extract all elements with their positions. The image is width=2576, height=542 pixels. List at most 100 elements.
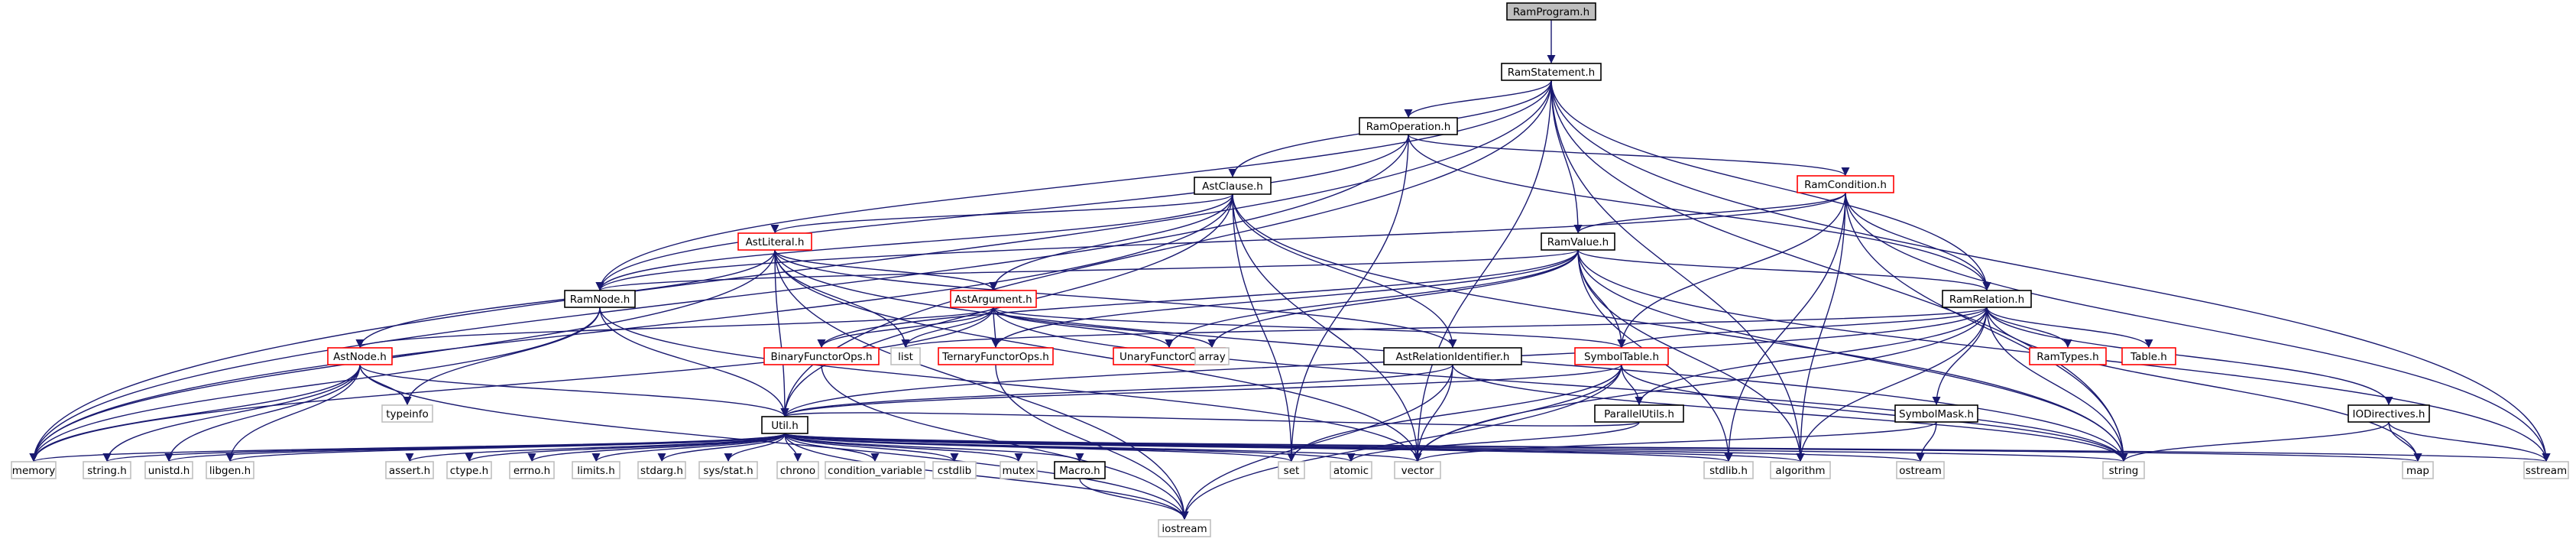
node-ramtypes-h[interactable]: RamTypes.h [2029, 347, 2107, 365]
node-label: RamProgram.h [1513, 6, 1589, 18]
node-astargument-h[interactable]: AstArgument.h [950, 290, 1037, 308]
node-atomic: atomic [1330, 461, 1372, 479]
edge-Util_h-to-cstdlib [784, 433, 959, 462]
node-label: RamRelation.h [1949, 294, 2024, 306]
node-label: libgen.h [209, 465, 251, 477]
edge-SymbolTable_h-to-string [1621, 364, 2128, 462]
node-label: errno.h [514, 465, 550, 477]
node-util-h[interactable]: Util.h [761, 416, 808, 434]
node-box [2102, 461, 2145, 479]
edge-SymbolTable_h-to-iostream [1180, 364, 1622, 521]
node-cstdlib: cstdlib [932, 461, 977, 479]
edge-AstArgument_h-to-UnaryFunctorOps_h [993, 307, 1174, 349]
node-parallelutils-h[interactable]: ParallelUtils.h [1594, 404, 1684, 423]
file-nodes: RamProgram.hRamStatement.hRamOperation.h… [11, 2, 2569, 537]
edge-Util_h-to-errno_h [527, 433, 786, 462]
node-label: sys/stat.h [703, 465, 753, 477]
node-box [2348, 404, 2430, 423]
node-macro-h[interactable]: Macro.h [1054, 461, 1106, 479]
edge-RamStatement_h-to-sstream [1550, 80, 2551, 462]
node-astnode-h[interactable]: AstNode.h [327, 347, 393, 365]
node-label: memory [12, 465, 55, 477]
node-string: string [2102, 461, 2145, 479]
node-memory: memory [11, 461, 57, 479]
node-astrelationidentifier-h[interactable]: AstRelationIdentifier.h [1383, 347, 1522, 365]
edge-Util_h-to-memory [29, 433, 786, 462]
node-box [83, 461, 131, 479]
node-box [1383, 347, 1522, 365]
node-ramstatement-h[interactable]: RamStatement.h [1501, 63, 1602, 81]
node-box [1194, 347, 1230, 365]
edge-AstNode_h-to-Util_h [359, 364, 789, 417]
node-box [763, 347, 880, 365]
node-table-h[interactable]: Table.h [2121, 347, 2176, 365]
node-ctype-h: ctype.h [446, 461, 492, 479]
edge-Util_h-to-ctype_h [465, 433, 786, 462]
edge-RamStatement_h-to-memory [29, 80, 1552, 462]
node-binaryfunctorops-h[interactable]: BinaryFunctorOps.h [763, 347, 880, 365]
edge-AstLiteral_h-to-AstArgument_h [774, 249, 998, 291]
node-array: array [1194, 347, 1230, 365]
node-ternaryfunctorops-h[interactable]: TernaryFunctorOps.h [938, 347, 1054, 365]
node-box [776, 461, 819, 479]
edge-AstLiteral_h-to-vector [774, 249, 1422, 462]
node-label: RamStatement.h [1508, 67, 1595, 79]
node-chrono: chrono [776, 461, 819, 479]
node-ramprogram-h: RamProgram.h [1506, 2, 1596, 21]
node-label: RamNode.h [570, 294, 630, 306]
node-ramnode-h[interactable]: RamNode.h [564, 290, 636, 308]
node-symboltable-h[interactable]: SymbolTable.h [1574, 347, 1669, 365]
node-mutex: mutex [1000, 461, 1038, 479]
node-box [2523, 461, 2569, 479]
node-box [1054, 461, 1106, 479]
node-box [1394, 461, 1441, 479]
node-ramoperation-h[interactable]: RamOperation.h [1359, 117, 1458, 135]
edge-Util_h-to-condition_variable [784, 433, 880, 462]
node-iodirectives-h[interactable]: IODirectives.h [2348, 404, 2430, 423]
node-sys-stat-h: sys/stat.h [698, 461, 758, 479]
edge-RamCondition_h-to-stdlib_h [1724, 192, 1846, 462]
node-sstream: sstream [2523, 461, 2569, 479]
node-label: Util.h [771, 420, 799, 432]
edge-AstNode_h-to-memory [29, 364, 361, 462]
node-box [637, 461, 686, 479]
node-label: set [1284, 465, 1300, 477]
edge-AstClause_h-to-AstRelationIdentifier_h [1232, 193, 1457, 349]
edge-RamCondition_h-to-string [1845, 192, 2128, 462]
edge-RamStatement_h-to-RamNode_h [595, 80, 1552, 291]
node-ramrelation-h[interactable]: RamRelation.h [1942, 290, 2032, 308]
node-stdarg-h: stdarg.h [637, 461, 686, 479]
edge-AstClause_h-to-memory [29, 193, 1233, 462]
edge-Util_h-to-iostream [784, 433, 1189, 521]
node-symbolmask-h[interactable]: SymbolMask.h [1894, 404, 1978, 423]
node-box [1158, 519, 1211, 537]
node-label: ParallelUtils.h [1604, 408, 1674, 420]
node-algorithm: algorithm [1770, 461, 1831, 479]
node-string-h: string.h [83, 461, 131, 479]
edge-AstNode_h-to-libgen_h [225, 364, 361, 462]
edge-RamRelation_h-to-map [1986, 307, 2422, 462]
edge-RamOperation_h-to-memory [29, 134, 1409, 462]
node-label: mutex [1002, 465, 1035, 477]
edge-AstClause_h-to-AstArgument_h [989, 193, 1233, 291]
edge-Util_h-to-sstream [784, 433, 2550, 462]
node-astliteral-h[interactable]: AstLiteral.h [737, 232, 812, 251]
node-box [950, 290, 1037, 308]
node-box [1770, 461, 1831, 479]
node-box [564, 290, 636, 308]
node-label: ctype.h [450, 465, 488, 477]
node-label: string.h [87, 465, 127, 477]
edge-RamStatement_h-to-string [1550, 80, 2128, 462]
node-ramcondition-h[interactable]: RamCondition.h [1797, 175, 1894, 193]
edge-RamRelation_h-to-list [902, 307, 1988, 349]
edge-RamOperation_h-to-set [1287, 134, 1409, 462]
node-ramvalue-h[interactable]: RamValue.h [1541, 232, 1615, 251]
edge-Util_h-to-set [784, 433, 1296, 462]
node-box [938, 347, 1054, 365]
edge-RamCondition_h-to-SymbolTable_h [1617, 192, 1846, 349]
edge-RamRelation_h-to-SymbolTable_h [1617, 307, 1988, 349]
edge-RamRelation_h-to-SymbolMask_h [1932, 307, 1988, 406]
edge-SymbolMask_h-to-ostream [1916, 421, 1937, 462]
edge-AstNode_h-to-iostream [359, 364, 1189, 521]
node-astclause-h[interactable]: AstClause.h [1194, 177, 1272, 195]
